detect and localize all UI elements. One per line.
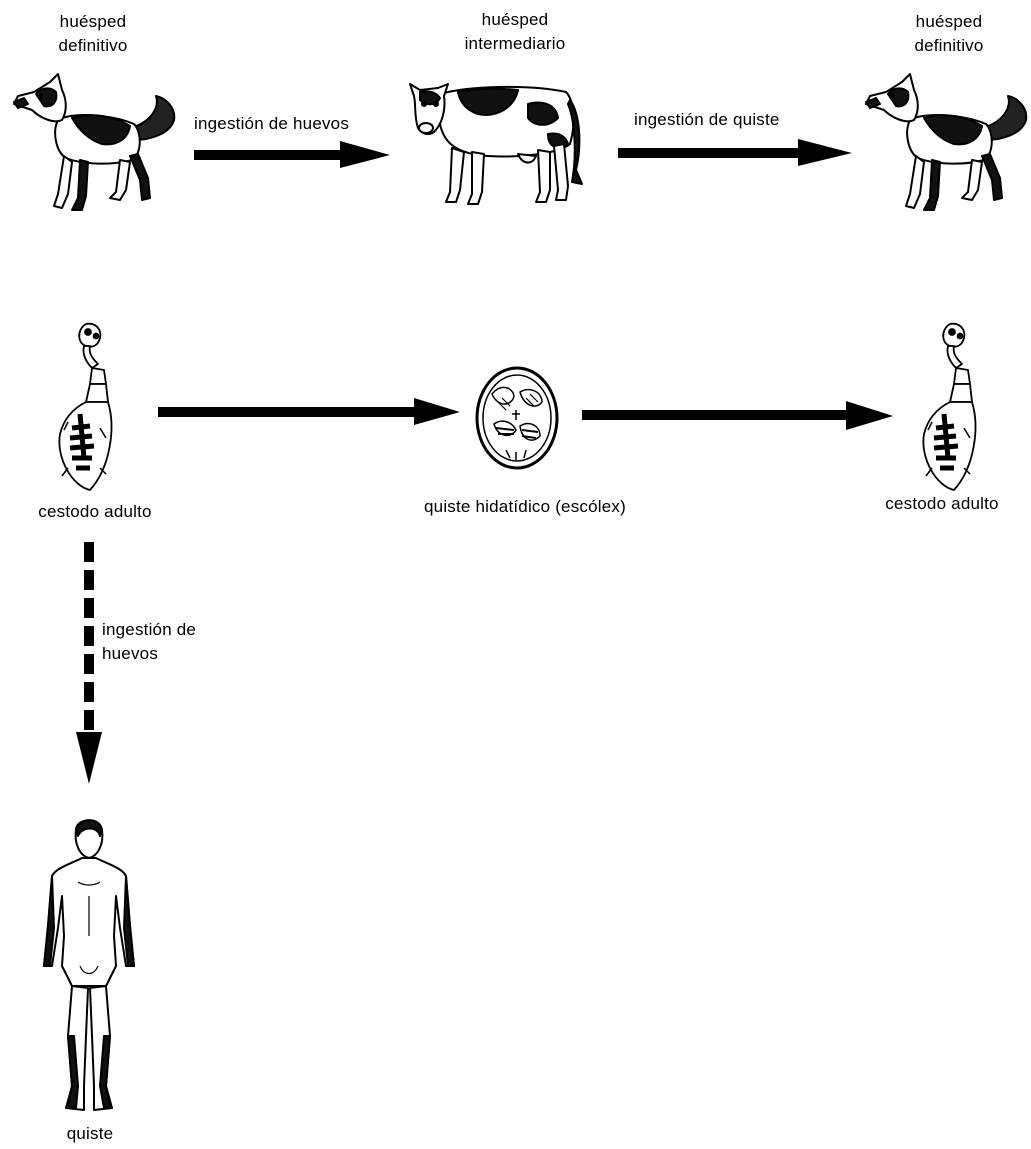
arrow-cyst-to-adult — [582, 401, 893, 430]
arrow-egg-ingestion — [194, 141, 390, 168]
hydatid-cyst-icon — [472, 364, 562, 476]
cow-icon — [398, 74, 586, 210]
dog-icon — [10, 68, 180, 213]
tapeworm-icon — [914, 318, 984, 498]
arrow-adult-to-cyst — [158, 398, 460, 425]
dog-icon — [862, 68, 1031, 213]
tapeworm-icon — [50, 318, 120, 498]
arrow-dashed-to-human — [76, 542, 102, 784]
arrow-cyst-ingestion — [618, 139, 852, 166]
human-figure-icon — [38, 816, 140, 1116]
